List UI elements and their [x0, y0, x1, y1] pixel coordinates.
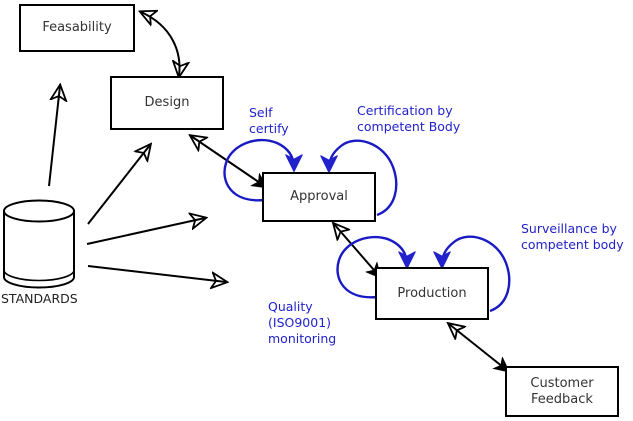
connector-feasability-design — [141, 12, 180, 76]
node-customer-feedback-label: Customer Feedback — [530, 375, 594, 407]
node-production-label: Production — [397, 285, 467, 301]
annotation-certification-competent-body-label: Certification by competent Body — [357, 103, 461, 134]
loop-self-certify — [223, 138, 294, 202]
connector-standards-design — [87, 145, 150, 225]
loop-certification-competent-body — [329, 139, 398, 217]
annotation-self-certify-label: Self certify — [249, 105, 289, 136]
connector-approval-production — [334, 224, 380, 277]
node-design-label: Design — [144, 95, 190, 110]
node-design[interactable]: Design — [110, 76, 224, 130]
node-production[interactable]: Production — [375, 267, 489, 320]
connector-design-approval — [191, 136, 266, 187]
node-feasability[interactable]: Feasability — [19, 4, 135, 52]
connector-standards-production — [87, 265, 226, 282]
standards-cylinder — [3, 199, 75, 289]
annotation-quality-monitoring-label: Quality (ISO9001) monitoring — [268, 299, 337, 346]
node-approval-label: Approval — [290, 189, 348, 204]
node-feasability-label: Feasability — [42, 20, 112, 35]
annotation-surveillance-competent-body-label: Surveillance by competent body — [521, 221, 624, 252]
standards-store-label: STANDARDS — [1, 291, 78, 306]
loop-quality-monitoring — [336, 235, 407, 299]
connector-production-customer-feedback — [449, 324, 508, 371]
node-customer-feedback[interactable]: Customer Feedback — [505, 366, 619, 417]
connector-standards-approval — [86, 218, 205, 245]
loop-surveillance-competent-body — [442, 235, 511, 313]
node-approval[interactable]: Approval — [262, 172, 376, 222]
connector-standards-feasability — [48, 86, 60, 187]
